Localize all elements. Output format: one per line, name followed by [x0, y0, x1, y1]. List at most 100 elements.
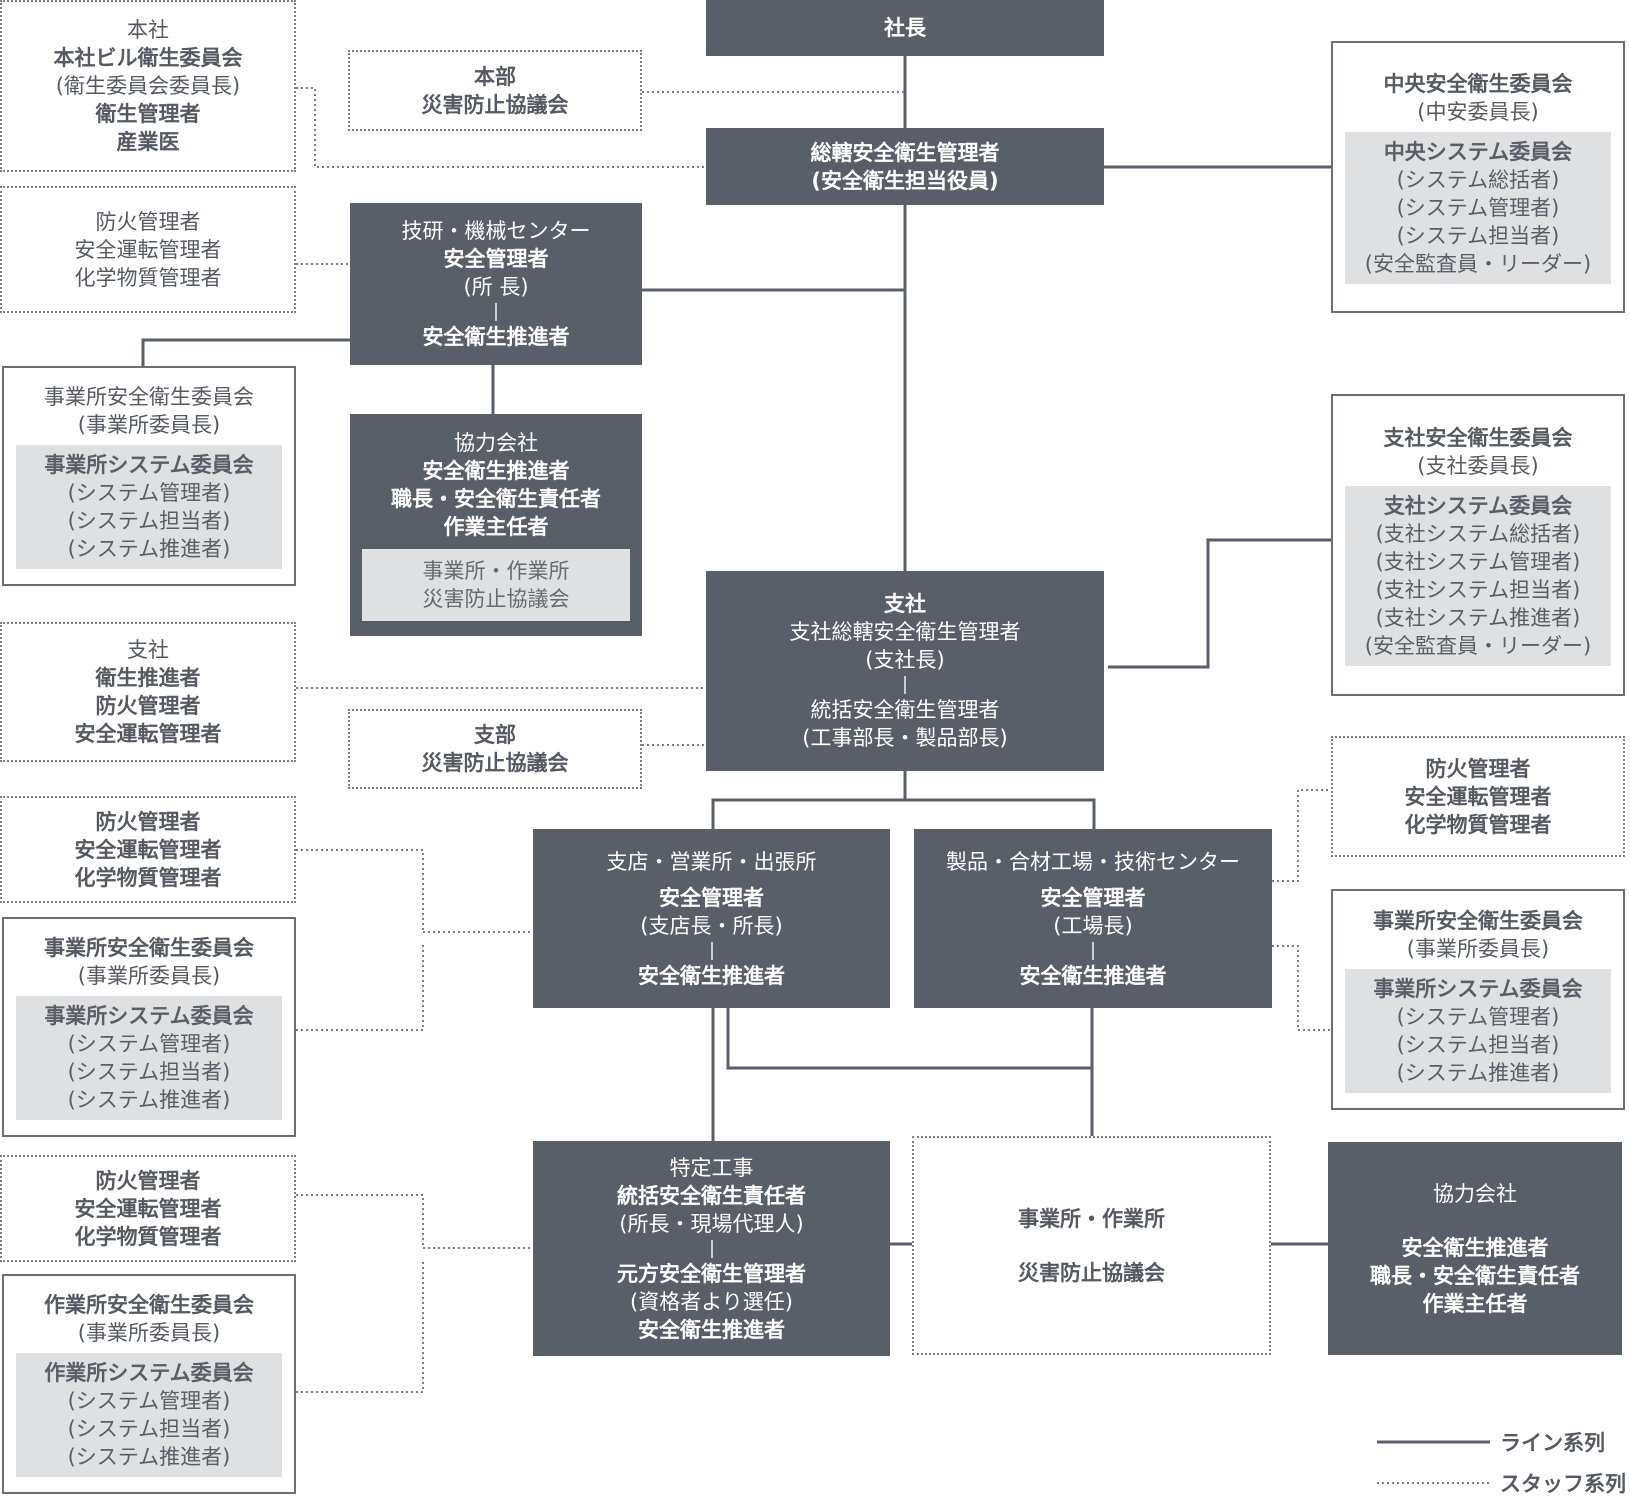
branch-staff-line1: 衛生推進者	[95, 666, 201, 690]
partner-1-line1: 安全衛生推進者	[422, 459, 570, 483]
special-work-line1: 統括安全衛生責任者	[617, 1183, 806, 1208]
office-system-2-item: (システム管理者)	[67, 1032, 231, 1056]
chief-manager-box: 総轄安全衛生管理者 (安全衛生担当役員)	[706, 128, 1104, 205]
factory-promoter: 安全衛生推進者	[1019, 963, 1167, 988]
hq-council-title: 本部	[474, 64, 516, 89]
office-system-3-item: (システム推進者)	[1396, 1060, 1560, 1085]
branch-system-title: 支社システム委員会	[1383, 494, 1573, 518]
office-system-2-item: (システム推進者)	[67, 1088, 231, 1112]
special-work-line2: 元方安全衛生管理者	[617, 1261, 806, 1286]
hq-building-box: 本社 本社ビル衛生委員会 (衛生委員会委員長) 衛生管理者 産業医	[0, 0, 296, 172]
president-label: 社長	[884, 16, 926, 40]
fire-1-line2: 安全運転管理者	[74, 237, 222, 262]
office-committee-3-chair: (事業所委員長)	[1406, 936, 1550, 961]
line-shop-council	[726, 1008, 1092, 1070]
partner-box-2: 協力会社 安全衛生推進者 職長・安全衛生責任者 作業主任者	[1328, 1142, 1622, 1355]
central-committee-chair: (中安委員長)	[1417, 100, 1539, 124]
dotted-committee-shop	[296, 945, 424, 1031]
fire-managers-box-3: 防火管理者 安全運転管理者 化学物質管理者	[1331, 736, 1625, 857]
partner-2-line3: 作業主任者	[1422, 1291, 1528, 1316]
office-system-committee-1: 事業所システム委員会 (システム管理者) (システム担当者) (システム推進者)	[16, 445, 282, 569]
office-committee-2-title: 事業所安全衛生委員会	[44, 936, 254, 960]
branch-system-item: (支社システム担当者)	[1375, 578, 1581, 602]
tech-center-chief: (所 長)	[463, 275, 529, 299]
special-work-line1-note: (所長・現場代理人)	[619, 1211, 804, 1236]
hq-council-box: 本部 災害防止協議会	[348, 50, 642, 131]
fire-3-line3: 化学物質管理者	[1404, 812, 1552, 837]
tech-center-title: 技研・機械センター	[401, 219, 591, 243]
hq-council-name: 災害防止協議会	[421, 92, 569, 117]
branch-system-committee: 支社システム委員会 (支社システム総括者) (支社システム管理者) (支社システ…	[1345, 486, 1611, 666]
separator	[904, 676, 906, 694]
fire-3-line1: 防火管理者	[1425, 756, 1531, 781]
worksite-committee-title: 作業所安全衛生委員会	[44, 1293, 254, 1317]
office-system-3-item: (システム管理者)	[1396, 1004, 1560, 1029]
partner-box-1: 協力会社 安全衛生推進者 職長・安全衛生責任者 作業主任者 事業所・作業所 災害…	[350, 414, 642, 636]
dotted-fire-shop	[296, 849, 424, 932]
line-branch-committee	[1108, 538, 1331, 669]
separator	[495, 303, 497, 321]
partner-1-council-line1: 事業所・作業所	[422, 559, 570, 583]
office-system-2-title: 事業所システム委員会	[44, 1004, 254, 1028]
office-system-1-title: 事業所システム委員会	[44, 453, 254, 477]
office-system-committee-3: 事業所システム委員会 (システム管理者) (システム担当者) (システム推進者)	[1345, 968, 1611, 1093]
partner-1-line2: 職長・安全衛生責任者	[391, 487, 601, 511]
hq-building-label: 本社	[127, 18, 169, 42]
central-system-title: 中央システム委員会	[1383, 140, 1573, 164]
hq-building-chair: (衛生委員会委員長)	[55, 74, 241, 98]
shop-role: 安全管理者	[659, 885, 764, 910]
branch-title: 支社	[884, 592, 926, 616]
fire-2-line3: 化学物質管理者	[74, 865, 222, 890]
central-system-committee: 中央システム委員会 (システム総括者) (システム管理者) (システム担当者) …	[1345, 132, 1611, 284]
branch-general-manager: 統括安全衛生管理者	[810, 698, 1000, 722]
special-work-box: 特定工事 統括安全衛生責任者 (所長・現場代理人) 元方安全衛生管理者 (資格者…	[533, 1141, 890, 1356]
fire-1-line3: 化学物質管理者	[74, 265, 222, 290]
branch-staff-line3: 安全運転管理者	[74, 722, 222, 746]
worksite-system-item: (システム推進者)	[67, 1445, 231, 1469]
shop-note: (支店長・所長)	[640, 913, 783, 938]
legend-staff-label: スタッフ系列	[1500, 1472, 1626, 1496]
dotted-fire-factory	[1272, 789, 1331, 882]
branch-staff-box: 支社 衛生推進者 防火管理者 安全運転管理者	[0, 622, 296, 762]
partner-1-council: 事業所・作業所 災害防止協議会	[362, 549, 630, 621]
special-work-title: 特定工事	[669, 1155, 754, 1180]
factory-title: 製品・合材工場・技術センター	[946, 849, 1240, 874]
worksite-committee-chair: (事業所委員長)	[77, 1321, 221, 1345]
office-system-3-item: (システム担当者)	[1396, 1032, 1560, 1057]
office-system-committee-2: 事業所システム委員会 (システム管理者) (システム担当者) (システム推進者)	[16, 996, 282, 1120]
partner-2-line2: 職長・安全衛生責任者	[1370, 1263, 1580, 1288]
branch-manager-note: (支社長)	[865, 648, 945, 672]
partner-1-label: 協力会社	[454, 431, 538, 455]
worksite-system-title: 作業所システム委員会	[44, 1361, 254, 1385]
site-council-line2: 災害防止協議会	[1018, 1260, 1165, 1285]
factory-box: 製品・合材工場・技術センター 安全管理者 (工場長) 安全衛生推進者	[914, 829, 1272, 1008]
special-work-line3: 安全衛生推進者	[638, 1317, 785, 1342]
factory-role: 安全管理者	[1040, 885, 1146, 910]
office-committee-1-chair: (事業所委員長)	[77, 413, 221, 437]
office-system-1-item: (システム管理者)	[67, 481, 231, 505]
shop-box: 支店・営業所・出張所 安全管理者 (支店長・所長) 安全衛生推進者	[533, 829, 890, 1008]
chief-manager-line1: 総轄安全衛生管理者	[810, 140, 1000, 165]
tech-center-box: 技研・機械センター 安全管理者 (所 長) 安全衛生推進者	[350, 203, 642, 365]
dotted-fire-special	[296, 1194, 424, 1248]
office-system-1-item: (システム推進者)	[67, 537, 231, 561]
branch-staff-label: 支社	[127, 638, 169, 662]
dotted-committee-factory	[1272, 945, 1331, 1031]
line-branch-factory	[905, 798, 1096, 829]
site-council-box: 事業所・作業所 災害防止協議会	[912, 1136, 1271, 1355]
fire-2-line2: 安全運転管理者	[74, 837, 222, 862]
fire-managers-box-2: 防火管理者 安全運転管理者 化学物質管理者	[0, 796, 296, 903]
fire-4-line1: 防火管理者	[95, 1168, 201, 1193]
partner-1-council-line2: 災害防止協議会	[422, 587, 570, 611]
central-committee-title: 中央安全衛生委員会	[1383, 72, 1573, 96]
fire-3-line2: 安全運転管理者	[1404, 784, 1552, 809]
fire-managers-box-4: 防火管理者 安全運転管理者 化学物質管理者	[0, 1155, 296, 1262]
president-box: 社長	[706, 0, 1104, 56]
partner-2-label: 協力会社	[1433, 1181, 1517, 1206]
branch-committee-chair: (支社委員長)	[1417, 454, 1539, 478]
line-branch-split	[711, 771, 907, 829]
office-committee-1-title: 事業所安全衛生委員会	[44, 385, 254, 409]
partner-1-line3: 作業主任者	[443, 515, 549, 539]
office-committee-box-1: 事業所安全衛生委員会 (事業所委員長) 事業所システム委員会 (システム管理者)…	[2, 366, 296, 586]
